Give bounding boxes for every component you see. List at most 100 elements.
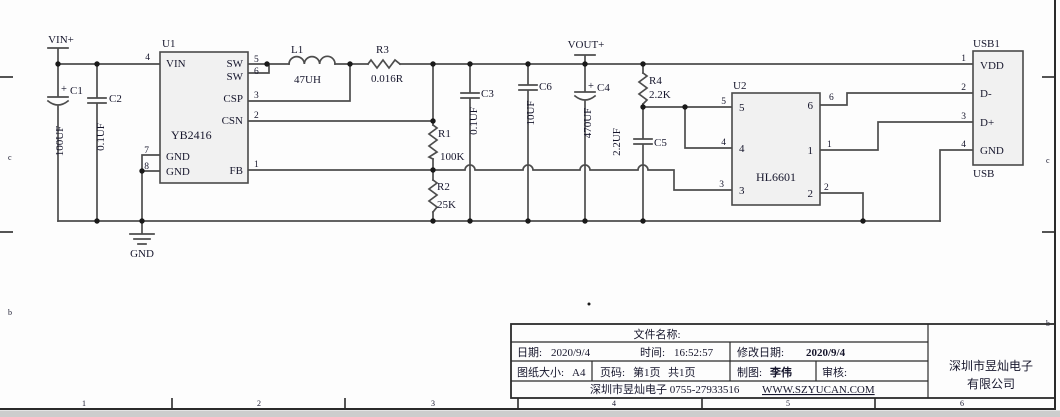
u2-pin-label-6: 6 — [808, 100, 814, 112]
resistor-r3[interactable]: R3 0.016R — [366, 44, 404, 85]
c5-value-label: 2.2UF — [611, 128, 623, 156]
page-label: 页码: — [600, 366, 625, 379]
border-col-6: 6 — [960, 399, 964, 408]
usb1-pin-dminus-label: D- — [980, 88, 992, 100]
u2-pin-num-5: 5 — [721, 97, 726, 107]
r1-ref-label: R1 — [438, 128, 451, 140]
ic-u1-yb2416[interactable]: U1 YB2416 VIN SW SW CSP CSN GND GND FB 4… — [144, 38, 259, 184]
c1-ref-label: C1 — [70, 85, 83, 97]
c2-value-label: 0.1UF — [95, 123, 107, 151]
capacitor-c2[interactable]: C2 0.1UF — [87, 63, 122, 222]
r4-value-label: 2.2K — [649, 89, 671, 101]
u2-pin-label-5: 5 — [739, 102, 745, 114]
drawn-by-label: 制图: — [737, 366, 762, 379]
junction-dots — [55, 61, 866, 306]
u2-pin-num-2: 2 — [824, 183, 829, 193]
u2-pin-label-3: 3 — [739, 185, 745, 197]
r2-value-label: 25K — [437, 199, 456, 211]
resistor-r2[interactable]: R2 25K — [427, 178, 456, 214]
c6-ref-label: C6 — [539, 81, 552, 93]
u1-pin-num-7: 7 — [144, 146, 149, 156]
u1-pin-num-3: 3 — [254, 91, 259, 101]
usb1-pin-dplus-label: D+ — [980, 117, 994, 129]
r1-value-label: 100K — [440, 151, 465, 163]
company-website-link[interactable]: WWW.SZYUCAN.COM — [762, 384, 875, 396]
u2-pin-num-4: 4 — [721, 138, 726, 148]
vin-power-port[interactable]: VIN+ — [47, 34, 74, 65]
u1-pin-gnd1-label: GND — [166, 151, 190, 163]
capacitor-c1[interactable]: + C1 100UF — [46, 63, 83, 222]
usb1-pin-num-1: 1 — [961, 54, 966, 64]
border-col-5: 5 — [786, 399, 790, 408]
border-col-4: 4 — [612, 399, 616, 408]
capacitor-c3[interactable]: C3 0.1UF — [460, 63, 494, 222]
company-name-line2: 有限公司 — [967, 377, 1015, 391]
u2-ref-label: U2 — [733, 80, 746, 92]
u2-pin-num-6: 6 — [829, 93, 834, 103]
modified-date-value: 2020/9/4 — [806, 347, 846, 359]
vout-power-port[interactable]: VOUT+ — [568, 39, 605, 65]
r2-ref-label: R2 — [437, 181, 450, 193]
checked-by-label: 审核: — [822, 365, 847, 379]
u1-ref-label: U1 — [162, 38, 175, 50]
u1-pin-num-5: 5 — [254, 55, 259, 65]
capacitor-c4[interactable]: + C4 470UF — [573, 63, 610, 222]
usb1-pin-gnd-label: GND — [980, 145, 1004, 157]
c4-plus-sign: + — [588, 81, 594, 92]
capacitor-c5[interactable]: C5 2.2UF — [611, 106, 667, 222]
resistor-r1[interactable]: R1 100K — [427, 123, 465, 163]
usb1-pin-num-3: 3 — [961, 112, 966, 122]
u1-pin-gnd2-label: GND — [166, 166, 190, 178]
c4-ref-label: C4 — [597, 82, 610, 94]
resistor-r4[interactable]: R4 2.2K — [637, 63, 671, 108]
title-block: 文件名称: 日期: 2020/9/4 时间: 16:52:57 修改日期: 20… — [510, 323, 1056, 399]
c1-value-label: 100UF — [54, 126, 66, 157]
usb1-pin-num-4: 4 — [961, 140, 966, 150]
connector-usb1[interactable]: USB1 USB VDD D- D+ GND 1 2 3 4 — [961, 38, 1024, 180]
border-col-3: 3 — [431, 399, 435, 408]
capacitor-c6[interactable]: C6 10UF — [518, 63, 552, 222]
time-label: 时间: — [640, 346, 665, 359]
page-total-value: 共1页 — [668, 366, 696, 379]
c3-ref-label: C3 — [481, 88, 494, 100]
border-col-2: 2 — [257, 399, 261, 408]
border-row-c-right: c — [1046, 156, 1050, 165]
c1-plus-sign: + — [61, 84, 67, 95]
l1-value-label: 47UH — [294, 74, 321, 86]
u1-pin-num-4: 4 — [145, 53, 150, 63]
u1-pin-num-1: 1 — [254, 160, 259, 170]
c6-value-label: 10UF — [525, 100, 537, 125]
r4-ref-label: R4 — [649, 75, 662, 87]
u2-pin-label-4: 4 — [739, 143, 745, 155]
inductor-l1[interactable]: L1 47UH — [288, 44, 336, 86]
u1-pin-fb-label: FB — [230, 165, 243, 177]
c4-value-label: 470UF — [582, 108, 594, 139]
date-value: 2020/9/4 — [551, 347, 591, 359]
company-footer-text: 深圳市昱灿电子 0755-27933516 — [590, 382, 740, 396]
modified-date-label: 修改日期: — [737, 345, 784, 359]
u1-pin-sw1-label: SW — [227, 58, 244, 70]
stray-dot — [587, 302, 591, 306]
u1-pin-csp-label: CSP — [223, 93, 243, 105]
c3-value-label: 0.1UF — [468, 107, 480, 135]
page-value: 第1页 — [633, 365, 661, 379]
border-col-1: 1 — [82, 399, 86, 408]
border-row-c-left: c — [8, 153, 12, 162]
c5-ref-label: C5 — [654, 137, 667, 149]
sheet-size-value: A4 — [572, 367, 586, 379]
r3-ref-label: R3 — [376, 44, 389, 56]
company-name-line1: 深圳市昱灿电子 — [949, 358, 1033, 373]
gnd-symbol[interactable]: GND — [129, 220, 155, 260]
vin-net-label: VIN+ — [48, 34, 74, 46]
u2-pin-label-2: 2 — [808, 188, 814, 200]
u1-pin-num-8: 8 — [144, 162, 149, 172]
schematic-wires[interactable] — [57, 63, 974, 222]
ic-u2-hl6601[interactable]: U2 HL6601 5 4 3 6 1 2 5 4 3 6 1 2 — [719, 80, 834, 206]
u1-pin-vin-label: VIN — [166, 58, 186, 70]
sheet-size-label: 图纸大小: — [517, 365, 564, 379]
u1-pin-num-6: 6 — [254, 67, 259, 77]
time-value: 16:52:57 — [674, 347, 714, 359]
usb1-pin-vdd-label: VDD — [980, 60, 1004, 72]
